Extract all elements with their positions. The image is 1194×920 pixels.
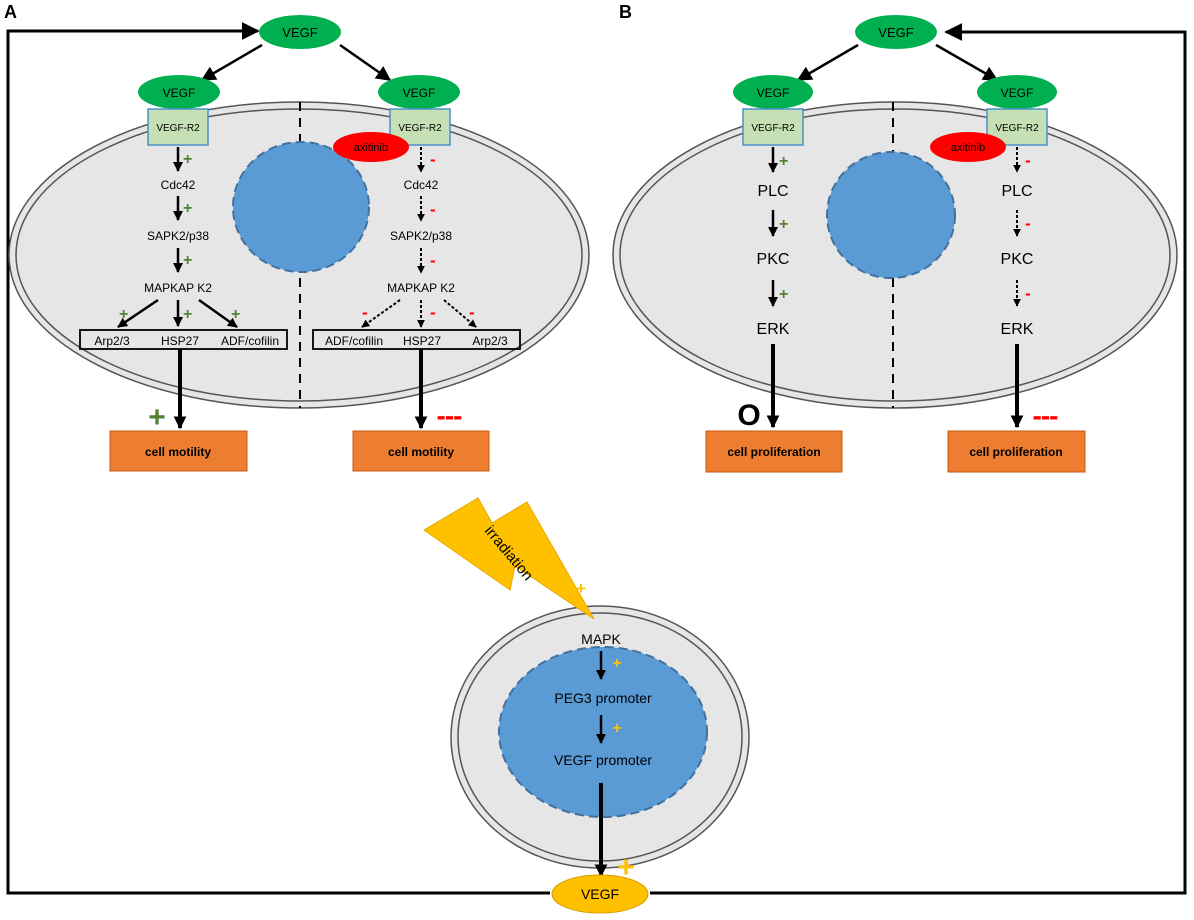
sign-a-left-adf: +	[231, 306, 240, 323]
targets-box-a-left	[79, 329, 288, 350]
sign-a-left-3: +	[183, 252, 192, 269]
step-a-right-cdc42: Cdc42	[404, 178, 439, 192]
feedback-loop-line	[6, 22, 550, 895]
nucleus-a	[232, 141, 370, 273]
arrow-a-left-adf	[198, 298, 238, 329]
step-bottom-peg3: PEG3 promoter	[554, 690, 652, 706]
inhibitor-b-label: axitinib	[951, 142, 985, 154]
sign-a-right-adf: -	[362, 303, 368, 322]
receptor-a-right-label: VEGF-R2	[398, 123, 442, 134]
vegf-ligand-b-right	[977, 75, 1057, 109]
target-a-left-arp23: Arp2/3	[94, 334, 130, 348]
step-b-right-pkc: PKC	[1001, 251, 1034, 268]
arrow-a-right-arp	[443, 299, 477, 328]
step-b-right-plc: PLC	[1001, 183, 1032, 200]
arrow-a-left-arp	[117, 298, 159, 329]
irradiation-sign: +	[576, 579, 586, 598]
sign-a-left-hsp: +	[183, 306, 192, 323]
sign-a-right-hsp: -	[430, 303, 436, 322]
inhibitor-a-label: axitinib	[354, 142, 388, 154]
arrow-vegf-to-left-a	[200, 43, 263, 82]
step-a-right-sapk: SAPK2/p38	[390, 229, 452, 243]
step-b-left-plc: PLC	[757, 183, 788, 200]
step-a-left-mapkapk2: MAPKAP K2	[144, 281, 212, 295]
panel-b-letter: B	[619, 2, 632, 22]
vegf-ligand-a-top-label: VEGF	[282, 25, 317, 40]
vegf-ligand-a-left-label: VEGF	[163, 86, 196, 100]
receptor-b-left-label: VEGF-R2	[751, 123, 795, 134]
step-bottom-mapk: MAPK	[581, 631, 621, 647]
target-a-left-adf: ADF/cofilin	[221, 334, 279, 348]
step-a-left-cdc42: Cdc42	[161, 178, 196, 192]
step-bottom-vegf-promoter: VEGF promoter	[554, 752, 652, 768]
vegf-ligand-b-right-label: VEGF	[1001, 86, 1034, 100]
outcome-box-a-left	[109, 430, 248, 472]
target-a-right-arp23: Arp2/3	[472, 334, 508, 348]
vegf-ligand-a-right	[378, 75, 460, 109]
outcome-sign-a-right: ---	[437, 400, 463, 431]
targets-box-a-right	[312, 329, 521, 350]
arrow-vegf-to-left-b	[796, 43, 859, 82]
receptor-a-left	[147, 108, 209, 146]
nucleus-b	[826, 151, 956, 279]
sign-a-right-1: -	[430, 150, 436, 169]
vegf-ligand-bottom	[551, 874, 649, 914]
target-a-left-hsp27: HSP27	[161, 334, 199, 348]
sign-bottom-1: +	[612, 655, 621, 672]
vegf-ligand-b-left	[733, 75, 813, 109]
step-b-left-erk: ERK	[757, 321, 790, 338]
sign-a-left-arp: +	[119, 306, 128, 323]
target-a-right-hsp27: HSP27	[403, 334, 441, 348]
irradiation-bolt-icon	[423, 497, 595, 620]
sign-a-left-1: +	[183, 151, 192, 168]
vegf-ligand-a-left	[138, 75, 220, 109]
outcome-box-b-left	[705, 430, 843, 473]
step-b-left-pkc: PKC	[757, 251, 790, 268]
sign-bottom-2: +	[612, 720, 621, 737]
sign-a-right-2: -	[430, 200, 436, 219]
target-a-right-adf: ADF/cofilin	[325, 334, 383, 348]
vegf-ligand-b-left-label: VEGF	[757, 86, 790, 100]
inhibitor-b	[930, 132, 1006, 162]
arrow-vegf-to-right-b	[935, 43, 999, 82]
vegf-ligand-b-top-label: VEGF	[878, 25, 913, 40]
vegf-ligand-a-top	[259, 15, 341, 49]
sign-b-left-3: +	[779, 286, 788, 303]
step-a-left-sapk: SAPK2/p38	[147, 229, 209, 243]
sign-bottom-vegf: +	[617, 851, 635, 884]
receptor-b-left	[742, 108, 804, 146]
step-a-right-mapkapk2: MAPKAP K2	[387, 281, 455, 295]
outcome-a-left-label: cell motility	[145, 445, 211, 459]
outcome-a-right-label: cell motility	[388, 445, 454, 459]
outcome-box-a-right	[352, 430, 490, 472]
outcome-sign-b-left: O	[737, 399, 760, 432]
outcome-sign-b-right: ---	[1033, 400, 1059, 431]
arrow-a-right-adf	[361, 299, 401, 328]
feedback-line-b	[650, 23, 1187, 895]
sign-b-left-2: +	[779, 216, 788, 233]
outcome-b-right-label: cell proliferation	[969, 445, 1062, 459]
vegf-ligand-b-top	[855, 15, 937, 49]
arrow-vegf-to-right-a	[339, 43, 392, 82]
receptor-a-left-label: VEGF-R2	[156, 123, 200, 134]
inhibitor-a	[333, 132, 409, 162]
outcome-box-b-right	[947, 430, 1086, 473]
sign-a-left-2: +	[183, 200, 192, 217]
receptor-b-right-label: VEGF-R2	[995, 123, 1039, 134]
cell-membrane-b-inner	[619, 108, 1171, 402]
sign-a-right-arp: -	[469, 303, 475, 322]
sign-b-right-2: -	[1025, 214, 1031, 233]
outcome-sign-a-left: +	[148, 401, 166, 434]
sign-b-right-1: -	[1025, 151, 1031, 170]
vegf-ligand-a-right-label: VEGF	[403, 86, 436, 100]
sign-b-right-3: -	[1025, 284, 1031, 303]
sign-b-left-1: +	[779, 153, 788, 170]
sign-a-right-3: -	[430, 251, 436, 270]
step-b-right-erk: ERK	[1001, 321, 1034, 338]
outcome-b-left-label: cell proliferation	[727, 445, 820, 459]
panel-a-letter: A	[4, 2, 17, 22]
vegf-ligand-bottom-label: VEGF	[581, 886, 619, 902]
